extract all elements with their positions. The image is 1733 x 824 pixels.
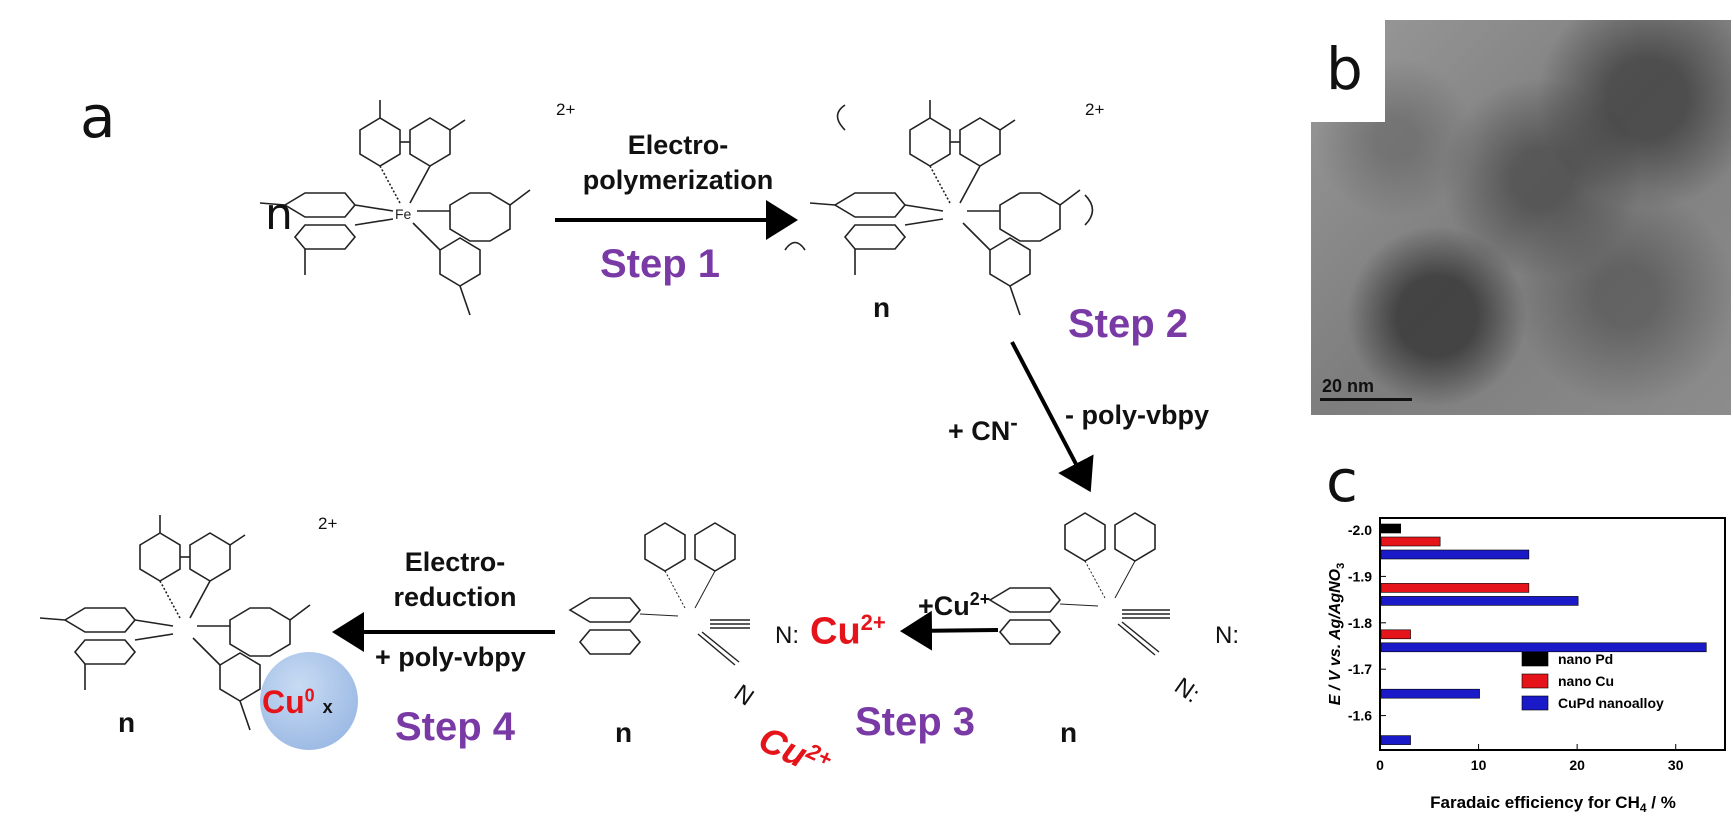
arrow-step-3 [900,610,999,651]
monomer-n: n [265,189,293,240]
step3-text: +Cu2+ [918,588,990,624]
bar-nano-cu--1.9 [1380,583,1530,593]
cu-ion-label-1: Cu2+ [810,610,886,654]
cu0-oxidation: 0 [304,685,315,706]
bar-cupd-nanoalloy--1.6 [1380,735,1411,745]
step3-cu-charge: 2+ [969,589,991,609]
polymer-n-3: n [615,717,633,748]
step1-line2: polymerization [582,165,774,196]
x-axis-label: Faradaic efficiency for CH4 / % [1430,793,1676,815]
x-tick-label: 0 [1376,757,1384,773]
nitrogen-label-1: N: [775,622,799,649]
bar-cupd-nanoalloy--1.8 [1380,642,1707,653]
polymer-n-2: n [118,707,136,738]
cu-ion-1-charge: 2+ [860,610,886,635]
legend-label-nano-cu: nano Cu [1558,673,1614,689]
charge-1: 2+ [556,100,576,119]
y-axis-label-sub: 3 [1335,563,1347,569]
fe-center-label: Fe [395,206,412,222]
cu0-subscript: x [322,697,333,717]
y-tick-label: -1.9 [1348,568,1372,584]
step4-line1: Electro- [404,547,506,577]
step2-cn: + CN [948,416,1011,446]
cu-nanoparticle [260,652,358,750]
x-tick-label: 30 [1668,757,1684,773]
scale-bar-label: 20 nm [1322,376,1375,396]
step1-line1: Electro- [627,130,729,160]
panel-label-a: a [80,83,116,151]
x-axis-label-sub: 4 [1640,801,1647,815]
step2-right-text: - poly-vbpy [1065,400,1210,430]
y-tick-label: -1.6 [1348,708,1372,724]
polymer-n-4: n [1060,717,1078,748]
step3-label: Step 3 [855,700,976,744]
step4-line3: + poly-vbpy [375,642,526,672]
step3-cu: +Cu [918,591,970,621]
tem-corner-mask [1311,20,1385,122]
y-tick-label: -2.0 [1348,522,1372,538]
charge-3: 2+ [318,514,338,533]
bar-nano-cu--1.8 [1380,629,1411,640]
step4-line2: reduction [393,582,517,613]
cu0-label: Cu0x [262,684,333,721]
bar-nano-pd--2.0 [1380,523,1402,534]
y-tick-label: -1.8 [1348,615,1372,631]
x-axis-label-tail: / % [1647,793,1676,812]
legend-swatch-nano-pd [1521,651,1549,667]
plot-frame [1379,517,1726,751]
legend-label-nano-pd: nano Pd [1558,651,1613,667]
y-tick-label: -1.7 [1348,661,1372,677]
y-ticks-group: -2.0 -1.9 -1.8 -1.7 -1.6 [1348,522,1386,724]
panel-label-b: b [1326,35,1363,103]
arrow-step-2 [1010,341,1094,493]
y-axis-label: E / V vs. Ag/AgNO3 [1327,563,1347,705]
legend-swatch-nano-cu [1521,673,1549,689]
step1-text: Electro- polymerization [558,128,798,198]
polymer-complex [784,99,1094,316]
bar-cupd-nanoalloy--1.9 [1380,596,1579,606]
x-tick-label: 20 [1569,757,1585,773]
reaction-scheme: Fe [39,99,1170,731]
polymer-n-1: n [873,292,891,323]
step2-left-text: + CN- [948,408,1018,449]
cu-ion-1-symbol: Cu [810,610,861,653]
bar-nano-cu--2.0 [1380,536,1441,547]
step2-cn-charge: - [1010,410,1018,435]
cyanide-complex [988,512,1170,656]
y-axis-label-main: E / V vs. Ag/AgNO [1327,568,1344,705]
step2-label: Step 2 [1068,302,1189,346]
step1-label: Step 1 [600,242,721,286]
step4-text: Electro- reduction [370,545,540,615]
legend-label-cupd-nanoalloy: CuPd nanoalloy [1558,695,1664,711]
nitrogen-label-2: N: [1215,622,1239,649]
monomer-complex: Fe [259,99,531,316]
cu-bound-complex [568,522,750,666]
panel-label-c: c [1326,447,1358,515]
cu0-symbol: Cu [262,684,305,720]
legend-swatch-cupd-nanoalloy [1521,695,1549,711]
x-tick-label: 10 [1471,757,1487,773]
bars-group [1380,523,1707,745]
charge-2: 2+ [1085,100,1105,119]
scale-bar [1320,398,1412,401]
x-ticks-group: 0 10 20 30 [1376,744,1684,773]
legend-group: nano Pd nano Cu CuPd nanoalloy [1521,651,1664,711]
bar-cupd-nanoalloy--1.7 [1380,688,1480,699]
x-axis-label-main: Faradaic efficiency for CH [1430,793,1640,812]
bar-cupd-nanoalloy--2.0 [1380,549,1530,560]
step4-label: Step 4 [395,705,516,749]
